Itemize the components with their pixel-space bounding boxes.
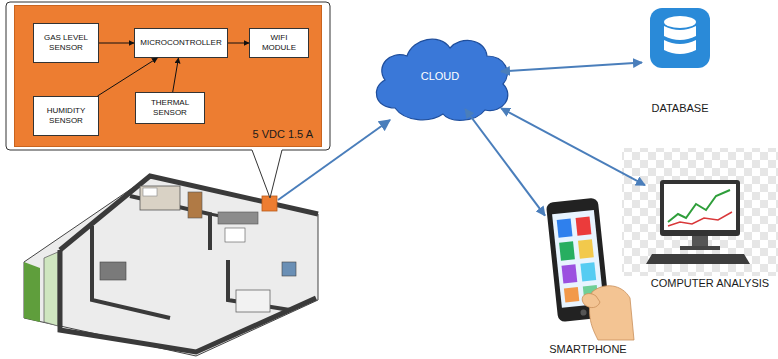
smartphone-icon-part-part <box>564 287 579 302</box>
cloud-shape-part <box>376 39 508 120</box>
apartment-illustration-part <box>218 212 258 224</box>
apartment-illustration-part <box>44 252 58 326</box>
module-box: WIFI MODULE <box>249 28 309 58</box>
apartment-illustration <box>24 176 318 356</box>
apartment-illustration-part <box>100 262 126 280</box>
computer-icon-part <box>622 148 778 276</box>
apartment-illustration-part <box>140 186 180 210</box>
computer-icon-part <box>680 246 720 250</box>
database-icon-part <box>650 8 710 68</box>
smartphone-icon-part-part <box>580 309 587 316</box>
apartment-illustration-part <box>188 192 202 218</box>
computer-node: COMPUTER ANALYSIS <box>645 150 775 290</box>
computer-icon-part <box>660 180 740 236</box>
controller-box: MICROCONTROLLER <box>134 28 228 58</box>
smartphone-icon-part <box>590 286 634 340</box>
computer-icon-part <box>664 184 736 230</box>
flow-arrow <box>501 108 645 185</box>
smartphone-icon-part <box>582 294 600 308</box>
apartment-illustration-part <box>225 228 245 242</box>
computer-icon-part <box>668 212 732 226</box>
device-panel: GAS LEVEL SENSOR MICROCONTROLLER WIFI MODU… <box>14 5 322 147</box>
flow-arrow <box>98 58 158 96</box>
database-icon-part <box>664 26 696 40</box>
computer-icon <box>622 148 778 276</box>
node-label: MICROCONTROLLER <box>140 38 221 48</box>
database-icon-part <box>664 40 696 54</box>
apartment-illustration-part <box>282 262 296 276</box>
computer-icon-part <box>692 236 708 246</box>
apartment-illustration-part <box>92 226 170 318</box>
smartphone-icon-part-part <box>562 264 578 283</box>
node-label: WIFI MODULE <box>253 33 305 53</box>
database-node: DATABASE <box>642 5 718 115</box>
node-label: 5 VDC 1.5 A <box>252 128 313 140</box>
node-label: HUMIDITY SENSOR <box>37 106 95 126</box>
apartment-illustration-part <box>24 262 40 322</box>
node-label: GAS LEVEL SENSOR <box>37 33 95 53</box>
computer-icon-part <box>668 190 730 222</box>
flow-arrow <box>99 43 134 44</box>
node-label: CLOUD <box>421 70 460 82</box>
apartment-illustration-part <box>262 196 277 211</box>
smartphone-icon <box>546 198 634 340</box>
apartment-illustration-part <box>143 188 157 196</box>
node-label: SMARTPHONE <box>549 343 626 356</box>
flow-arrow <box>501 62 642 71</box>
smartphone-icon-part-part <box>559 241 575 260</box>
flow-arrow <box>228 43 249 44</box>
sensor-box: HUMIDITY SENSOR <box>33 96 99 136</box>
smartphone-icon-part-part <box>580 262 596 281</box>
callout-bubble <box>6 2 330 198</box>
cloud-node: CLOUD <box>365 28 515 123</box>
node-label: DATABASE <box>651 102 708 115</box>
node-label: COMPUTER ANALYSIS <box>651 277 769 290</box>
smartphone-icon-part-part <box>576 216 592 235</box>
smartphone-icon-part-part <box>557 218 573 237</box>
node-label: THERMAL SENSOR <box>139 98 201 118</box>
database-icon-part <box>664 16 696 28</box>
computer-icon-part <box>646 254 750 264</box>
sensor-box: GAS LEVEL SENSOR <box>33 23 99 63</box>
sensor-box: THERMAL SENSOR <box>135 92 205 124</box>
apartment-illustration-part <box>24 176 318 356</box>
cloud-shape <box>376 39 508 120</box>
apartment-illustration-part <box>60 176 318 250</box>
database-icon <box>650 8 710 68</box>
smartphone-node: SMARTPHONE <box>545 190 631 356</box>
smartphone-icon-part-part <box>578 239 594 258</box>
flow-arrow <box>173 58 179 92</box>
flow-arrow <box>465 109 545 216</box>
apartment-illustration-part <box>236 290 270 312</box>
